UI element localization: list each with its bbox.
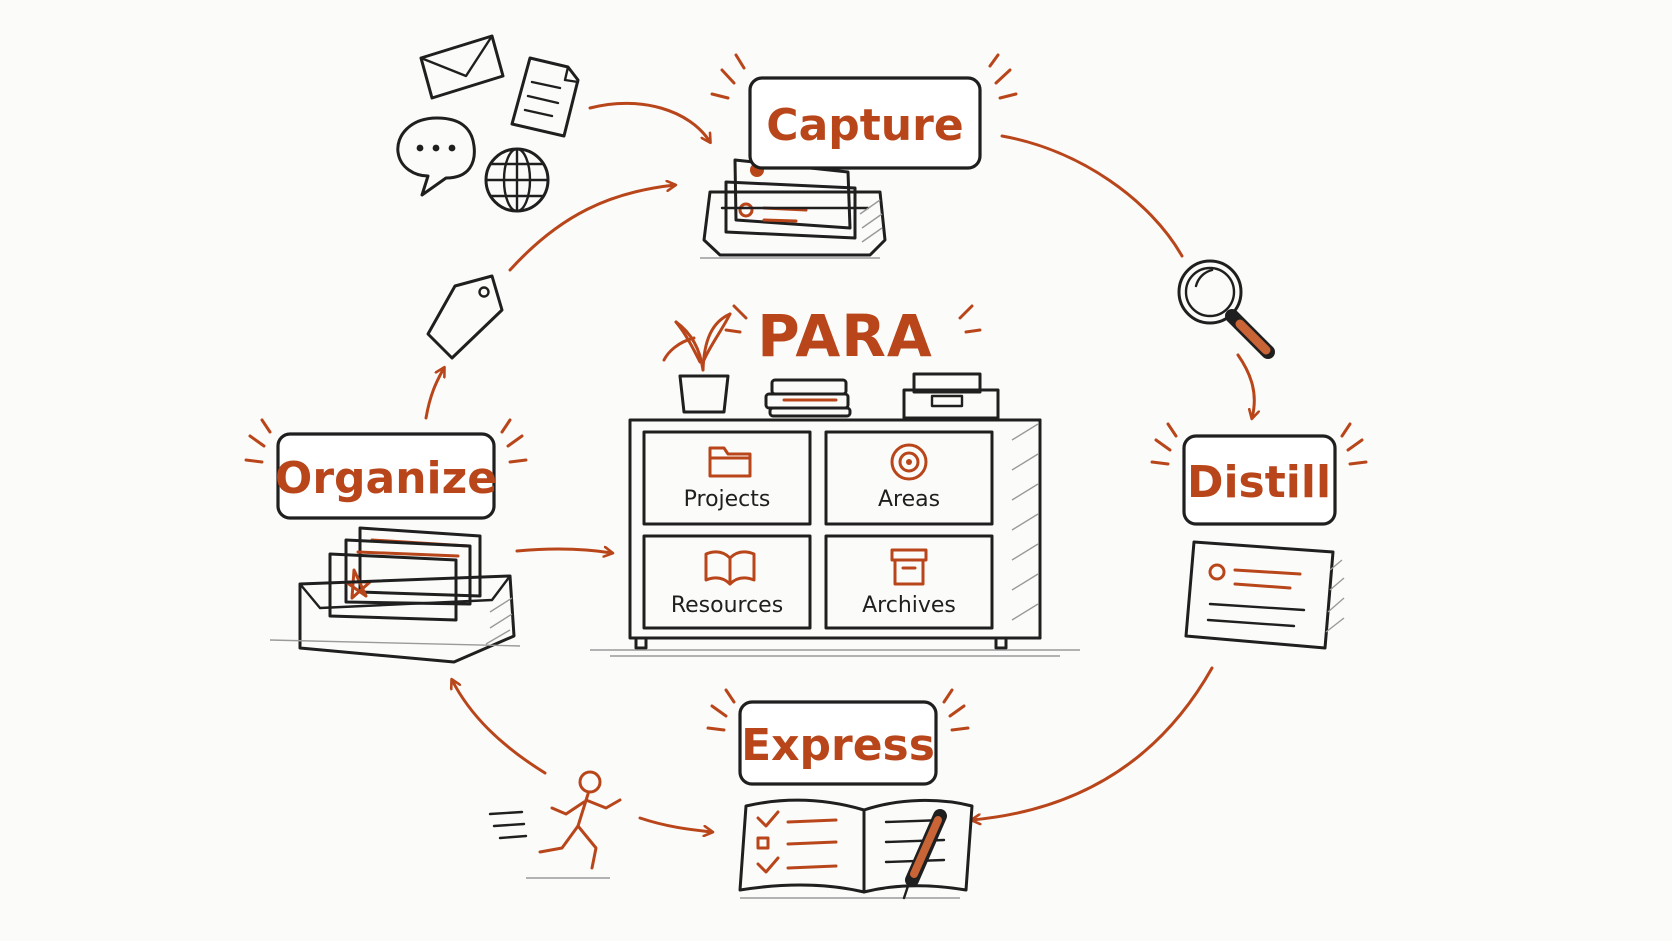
- arrow-organize-to-para: [515, 549, 612, 553]
- magnifier-icon: [1177, 259, 1275, 359]
- document-icon: [510, 56, 580, 138]
- arrow-distill-to-express: [972, 666, 1214, 820]
- target-icon: [890, 443, 928, 481]
- drawer-archives: Archives: [824, 534, 994, 630]
- para-title: PARA: [724, 302, 982, 370]
- drawer-areas: Areas: [824, 430, 994, 526]
- organize-label-text: Organize: [275, 453, 497, 504]
- tag-icon: [426, 274, 504, 360]
- storage-box-icon: [902, 372, 1000, 420]
- organize-label: Organize: [244, 418, 528, 520]
- drawer-archives-label: Archives: [862, 593, 956, 618]
- chat-bubble-icon: [396, 116, 476, 197]
- express-label-text: Express: [741, 720, 935, 771]
- para-cabinet: Projects Areas Resources: [590, 418, 1080, 657]
- distill-label: Distill: [1150, 422, 1368, 526]
- drawer-resources: Resources: [642, 534, 812, 630]
- drawer-resources-label: Resources: [671, 593, 783, 618]
- archive-box-icon: [890, 548, 928, 586]
- capture-label-text: Capture: [766, 100, 963, 151]
- cycle-arrows: [424, 101, 1254, 832]
- arrow-runner-to-express: [638, 816, 712, 832]
- capture-label: Capture: [710, 53, 1018, 170]
- arrow-tag-to-capture: [508, 185, 675, 272]
- runner-icon: [488, 770, 622, 879]
- distill-label-text: Distill: [1187, 457, 1331, 508]
- globe-icon: [484, 147, 550, 213]
- books-icon: [764, 378, 852, 418]
- capture-inbox-tray-icon: [700, 158, 887, 259]
- folder-icon: [708, 446, 752, 478]
- note-card-icon: [1184, 540, 1345, 650]
- arrow-organize-to-tag: [424, 368, 444, 420]
- drawer-projects-label: Projects: [684, 487, 771, 512]
- express-label: Express: [706, 688, 970, 786]
- drawer-areas-label: Areas: [878, 487, 940, 512]
- envelope-icon: [419, 34, 505, 100]
- pen-icon: [902, 809, 947, 900]
- para-title-text: PARA: [757, 302, 933, 370]
- file-box-icon: [269, 526, 521, 664]
- arrow-runner-to-organize: [452, 680, 547, 775]
- plant-icon: [662, 312, 732, 414]
- drawer-projects: Projects: [642, 430, 812, 526]
- open-book-icon: [704, 550, 756, 586]
- arrow-magnifier-to-distill: [1236, 353, 1254, 418]
- notebook-icon: [738, 798, 974, 899]
- arrow-sources-to-capture: [588, 101, 710, 142]
- arrow-capture-to-magnifier: [1000, 134, 1184, 258]
